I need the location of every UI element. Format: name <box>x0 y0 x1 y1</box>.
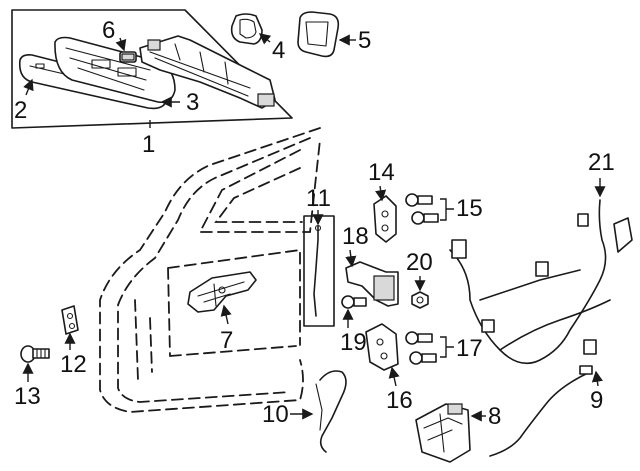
callout-20: 20 <box>406 249 433 276</box>
callout-15: 15 <box>456 195 483 222</box>
handle-kit-box <box>11 9 293 129</box>
callout-1: 1 <box>142 131 155 158</box>
callout-6: 6 <box>102 17 115 44</box>
door-check-part <box>345 261 399 307</box>
handle-frame-part <box>139 35 276 109</box>
callout-18: 18 <box>342 223 369 250</box>
callout-13: 13 <box>14 383 41 410</box>
callout-17: 17 <box>456 335 483 362</box>
callout-14: 14 <box>368 159 395 186</box>
bolt-13-part <box>20 345 50 363</box>
striker-part <box>61 305 79 335</box>
callout-16: 16 <box>386 387 413 414</box>
inner-latch-part <box>187 271 257 313</box>
callout-2: 2 <box>14 97 27 124</box>
seal-part <box>297 11 340 58</box>
nut-20-part <box>411 291 429 309</box>
hinge-upper-part <box>373 195 397 243</box>
door-outline <box>99 127 321 413</box>
callout-5: 5 <box>358 27 371 54</box>
callout-9: 9 <box>590 387 603 414</box>
callout-7: 7 <box>220 327 233 354</box>
clip-part <box>119 51 137 63</box>
bolts-17-part <box>405 331 437 365</box>
callout-8: 8 <box>488 403 501 430</box>
callout-4: 4 <box>272 37 285 64</box>
callout-10: 10 <box>262 401 289 428</box>
latch-8-part <box>415 403 471 463</box>
wiring-harness-part <box>449 199 633 365</box>
bolts-15-part <box>405 193 439 225</box>
callout-21: 21 <box>588 149 615 176</box>
callouts: 1 2 3 4 5 6 7 8 9 10 11 12 13 14 15 16 1… <box>14 17 615 430</box>
hinge-lower-part <box>365 323 399 371</box>
bolt-19-part <box>341 295 367 309</box>
cable-9-part <box>489 365 593 457</box>
callout-12: 12 <box>60 351 87 378</box>
callout-19: 19 <box>340 329 367 356</box>
callout-3: 3 <box>186 89 199 116</box>
outer-handle-part <box>54 36 176 104</box>
escutcheon-part <box>230 13 263 45</box>
cable-10-part <box>315 370 347 453</box>
leaders <box>22 33 606 422</box>
callout-11: 11 <box>306 185 331 212</box>
